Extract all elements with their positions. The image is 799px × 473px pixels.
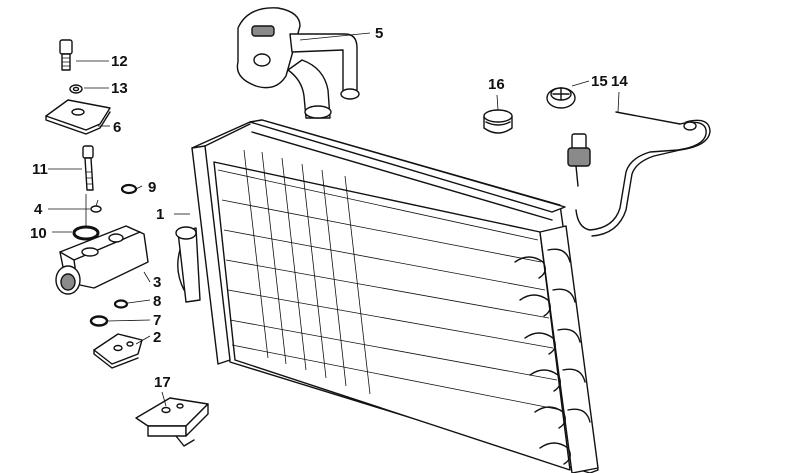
- bracket-2: [93, 333, 143, 369]
- callout-12: 12: [111, 53, 128, 70]
- washer-13: [69, 84, 83, 94]
- callout-11: 11: [32, 161, 48, 178]
- expansion-valve: [55, 225, 149, 295]
- bolt-11: [82, 145, 94, 191]
- callout-15: 15: [591, 73, 608, 90]
- callout-9: 9: [148, 179, 156, 196]
- grommet-15: [546, 87, 576, 109]
- callout-7: 7: [153, 312, 161, 329]
- callout-3: 3: [153, 274, 161, 291]
- callout-6: 6: [113, 119, 121, 136]
- callout-17: 17: [154, 374, 171, 391]
- callout-14: 14: [611, 73, 628, 90]
- pipe-fitting: [236, 7, 360, 119]
- sensor-cable: [567, 111, 711, 237]
- condenser: [175, 119, 599, 473]
- leader-lines: [48, 32, 620, 407]
- callout-10: 10: [30, 225, 47, 242]
- lock-washer-4: [90, 205, 102, 213]
- callout-13: 13: [111, 80, 128, 97]
- o-ring-10: [72, 225, 100, 241]
- cap-16: [483, 109, 513, 134]
- mounting-pad-17: [135, 397, 209, 447]
- o-ring-7: [89, 315, 109, 327]
- o-ring-9: [120, 183, 138, 195]
- o-ring-8: [113, 299, 129, 309]
- callout-8: 8: [153, 293, 161, 310]
- callout-4: 4: [34, 201, 43, 218]
- bolt-12: [59, 39, 73, 71]
- callout-16: 16: [488, 76, 505, 93]
- bracket-plate-6: [45, 99, 111, 135]
- callout-2: 2: [153, 329, 161, 346]
- callout-5: 5: [375, 25, 383, 42]
- callout-1: 1: [156, 206, 164, 223]
